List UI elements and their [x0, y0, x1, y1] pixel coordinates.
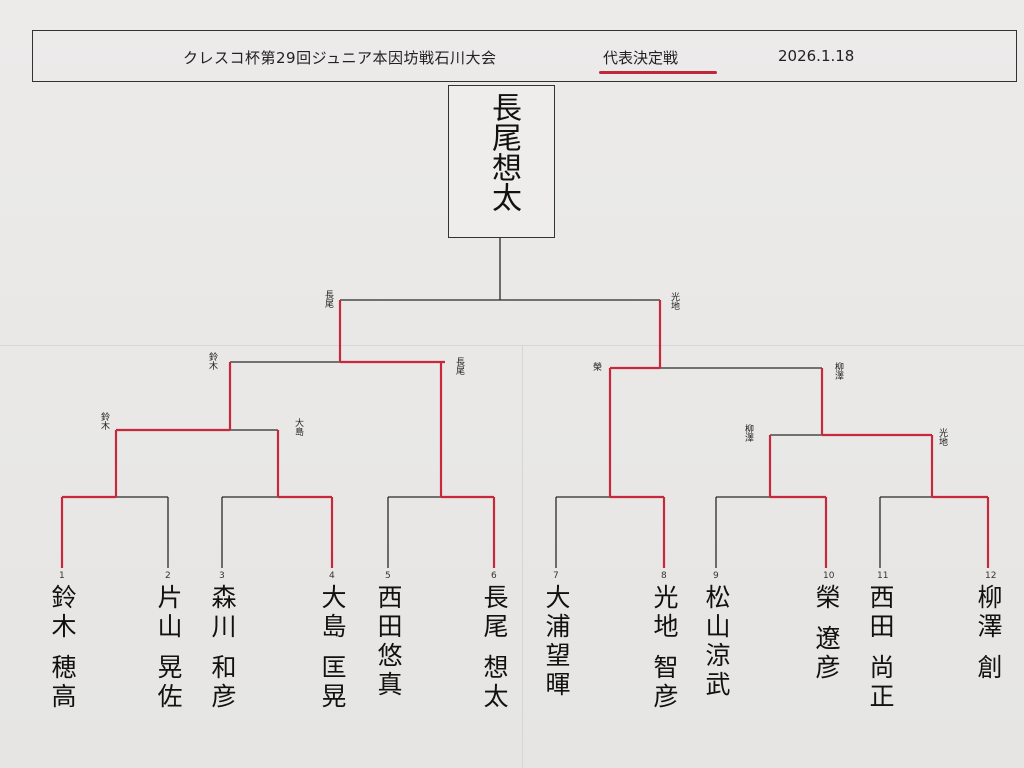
header-box: クレスコ杯第29回ジュニア本因坊戦石川大会 代表決定戦 2026.1.18: [32, 30, 1017, 82]
player-seed-number: 12: [985, 571, 997, 581]
player-name: 榮 遼彦: [812, 584, 841, 683]
paper-fold: [0, 345, 1024, 346]
player-seed-number: 1: [59, 571, 65, 581]
player-seed-number: 5: [385, 571, 391, 581]
winner-note: 鈴木: [207, 352, 217, 370]
paper-fold: [522, 345, 523, 768]
player-name: 西田 尚正: [866, 584, 895, 712]
winner-note: 柳澤: [833, 362, 843, 380]
player-seed-number: 2: [165, 571, 171, 581]
tournament-date: 2026.1.18: [778, 47, 855, 65]
player-name: 森川 和彦: [208, 584, 237, 712]
winner-note: 鈴木: [99, 412, 109, 430]
player-name: 光地 智彦: [650, 584, 679, 712]
player-name: 柳澤 創: [974, 584, 1003, 683]
player-name: 長尾 想太: [480, 584, 509, 712]
player-seed-number: 8: [661, 571, 667, 581]
player-name: 松山涼武: [702, 584, 731, 700]
winner-note: 榮: [591, 362, 601, 371]
tournament-subtitle: 代表決定戦: [603, 49, 679, 67]
winner-note: 光地: [669, 292, 679, 310]
player-seed-number: 4: [329, 571, 335, 581]
player-seed-number: 3: [219, 571, 225, 581]
player-seed-number: 6: [491, 571, 497, 581]
player-name: 大浦望暉: [542, 584, 571, 700]
player-name: 片山 晃佐: [154, 584, 183, 712]
player-seed-number: 10: [823, 571, 835, 581]
subtitle-underline: [599, 71, 717, 74]
winner-note: 長尾: [323, 290, 333, 308]
player-name: 鈴木 穂高: [48, 584, 77, 712]
winner-note: 柳澤: [743, 424, 753, 442]
player-name: 大島 匡晃: [318, 584, 347, 712]
player-seed-number: 11: [877, 571, 889, 581]
player-name: 西田悠真: [374, 584, 403, 700]
winner-note: 光地: [937, 428, 947, 446]
player-seed-number: 9: [713, 571, 719, 581]
player-seed-number: 7: [553, 571, 559, 581]
tournament-title: クレスコ杯第29回ジュニア本因坊戦石川大会: [183, 49, 497, 67]
winner-note: 長尾: [454, 357, 464, 375]
champion-name: 長尾想太: [486, 92, 521, 212]
champion-box: 長尾想太: [448, 85, 555, 238]
winner-note: 大島: [293, 418, 303, 436]
